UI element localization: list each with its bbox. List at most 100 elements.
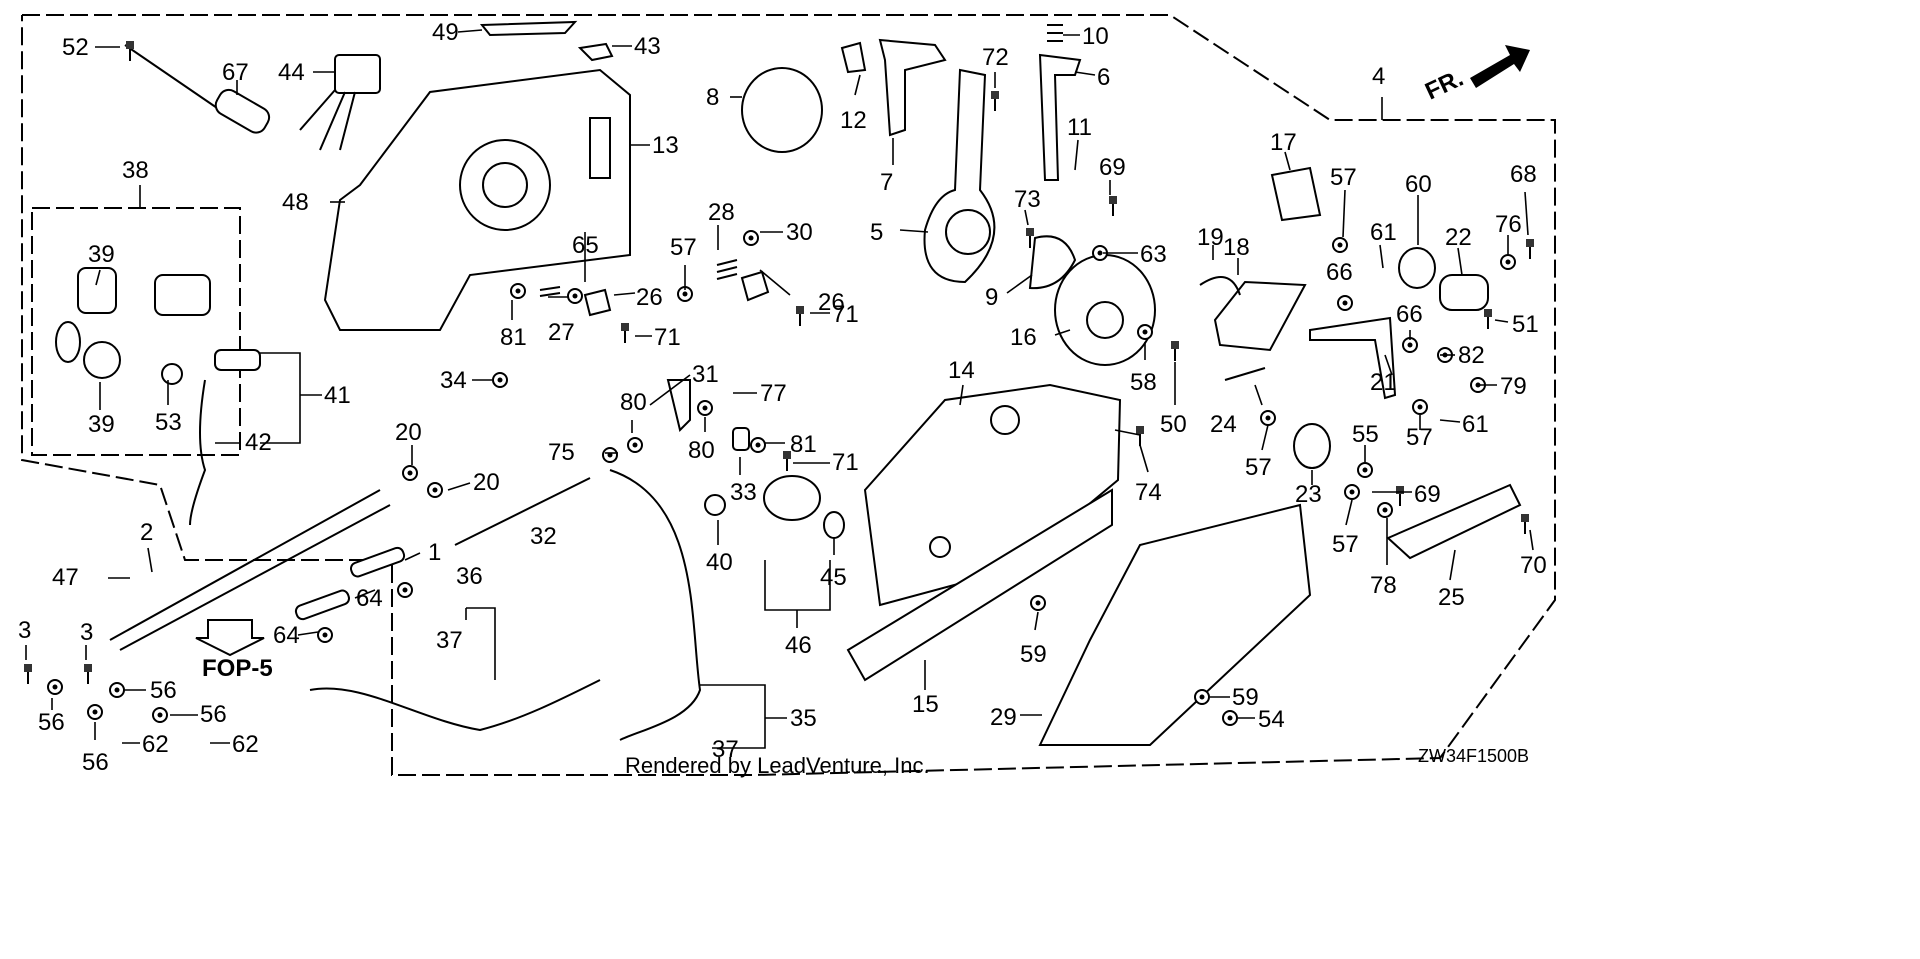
callout-c5: 5 xyxy=(870,219,883,246)
part-32-rod xyxy=(454,477,591,546)
credit-text: Rendered by LeadVenture, Inc. xyxy=(625,753,930,778)
callout-c13: 13 xyxy=(652,132,679,159)
callout-c62b: 62 xyxy=(232,731,259,758)
part-7-lever xyxy=(878,38,947,137)
callout-c70: 70 xyxy=(1520,552,1547,579)
callout-c18: 18 xyxy=(1223,234,1250,261)
callout-c27: 27 xyxy=(548,319,575,346)
callout-c71c: 71 xyxy=(832,449,859,476)
callout-c17: 17 xyxy=(1270,129,1297,156)
callout-c35: 35 xyxy=(790,705,817,732)
callout-c7: 7 xyxy=(880,169,893,196)
part-18 xyxy=(1213,280,1307,352)
front-direction-arrow: FR. xyxy=(1421,45,1530,105)
callout-c22: 22 xyxy=(1445,224,1472,251)
callout-c57e: 57 xyxy=(1332,531,1359,558)
callout-c63: 63 xyxy=(1140,241,1167,268)
callout-c54: 54 xyxy=(1258,706,1285,733)
part-35-harness xyxy=(609,469,702,741)
callout-c78: 78 xyxy=(1370,572,1397,599)
callout-c19: 19 xyxy=(1197,224,1224,251)
callout-c62a: 62 xyxy=(142,731,169,758)
callout-c3a: 3 xyxy=(18,617,31,644)
callout-c81a: 81 xyxy=(500,324,527,351)
callout-c42: 42 xyxy=(245,429,272,456)
part-67-grip xyxy=(214,88,271,134)
callout-c10: 10 xyxy=(1082,23,1109,50)
callout-c29: 29 xyxy=(990,704,1017,731)
callout-c15: 15 xyxy=(912,691,939,718)
callout-c45: 45 xyxy=(820,564,847,591)
callout-c77: 77 xyxy=(760,380,787,407)
callout-c71a: 71 xyxy=(654,324,681,351)
callout-c25: 25 xyxy=(1438,584,1465,611)
callout-c39a: 39 xyxy=(88,241,115,268)
callout-c32: 32 xyxy=(530,523,557,550)
part-38-ignition xyxy=(154,274,211,316)
reference-label: FOP-5 xyxy=(202,655,273,682)
callout-c68: 68 xyxy=(1510,161,1537,188)
callout-c53: 53 xyxy=(155,409,182,436)
callout-c76: 76 xyxy=(1495,211,1522,238)
callout-c11: 11 xyxy=(1067,114,1092,141)
callout-c57a: 57 xyxy=(670,234,697,261)
callout-c9: 9 xyxy=(985,284,998,311)
callout-c71b: 71 xyxy=(832,301,859,328)
callout-c61b: 61 xyxy=(1462,411,1489,438)
part-43 xyxy=(577,42,614,62)
callout-c1: 1 xyxy=(428,539,441,566)
part-44-switch xyxy=(334,54,381,94)
callout-c65: 65 xyxy=(572,232,599,259)
callout-c44: 44 xyxy=(278,59,305,86)
callout-c72: 72 xyxy=(982,44,1009,71)
callout-c31: 31 xyxy=(692,361,719,388)
callout-c20b: 20 xyxy=(473,469,500,496)
callout-c57b: 57 xyxy=(1330,164,1357,191)
callout-c67: 67 xyxy=(222,59,249,86)
callout-c56d: 56 xyxy=(200,701,227,728)
callout-c43: 43 xyxy=(634,33,661,60)
callout-c57d: 57 xyxy=(1245,454,1272,481)
callout-c69b: 69 xyxy=(1414,481,1441,508)
callout-c38: 38 xyxy=(122,157,149,184)
callout-c30: 30 xyxy=(786,219,813,246)
callout-c3b: 3 xyxy=(80,619,93,646)
callout-c56b: 56 xyxy=(38,709,65,736)
part-1-cable xyxy=(109,489,381,641)
callout-c24: 24 xyxy=(1210,411,1237,438)
part-17 xyxy=(1270,166,1322,222)
callout-c47: 47 xyxy=(52,564,79,591)
callout-c61a: 61 xyxy=(1370,219,1397,246)
callout-c64a: 64 xyxy=(356,585,383,612)
callout-c57c: 57 xyxy=(1406,424,1433,451)
callout-c20a: 20 xyxy=(395,419,422,446)
callout-c73: 73 xyxy=(1014,186,1041,213)
part-52-shaft xyxy=(124,44,221,111)
part-21 xyxy=(1309,316,1397,400)
part-29-grill xyxy=(1038,503,1312,746)
callout-c34: 34 xyxy=(440,367,467,394)
callout-c41: 41 xyxy=(324,382,351,409)
part-42-lanyard xyxy=(189,379,207,526)
callout-c64b: 64 xyxy=(273,622,300,649)
part-41-stop-switch xyxy=(214,349,261,371)
callout-c6: 6 xyxy=(1097,64,1110,91)
part-46-trim-switch xyxy=(763,475,821,521)
callout-c12: 12 xyxy=(840,107,867,134)
front-label: FR. xyxy=(1421,65,1467,106)
callout-c79: 79 xyxy=(1500,373,1527,400)
callout-c16: 16 xyxy=(1010,324,1037,351)
part-49 xyxy=(479,20,578,37)
callout-c59b: 59 xyxy=(1232,684,1259,711)
callout-c75: 75 xyxy=(548,439,575,466)
callout-c33: 33 xyxy=(730,479,757,506)
callout-c74: 74 xyxy=(1135,479,1162,506)
callout-c56a: 56 xyxy=(150,677,177,704)
callout-c37a: 37 xyxy=(436,627,463,654)
callout-c50: 50 xyxy=(1160,411,1187,438)
callout-c69a: 69 xyxy=(1099,154,1126,181)
callout-c40: 40 xyxy=(706,549,733,576)
callout-c60: 60 xyxy=(1405,171,1432,198)
leader-lines xyxy=(25,29,1534,749)
